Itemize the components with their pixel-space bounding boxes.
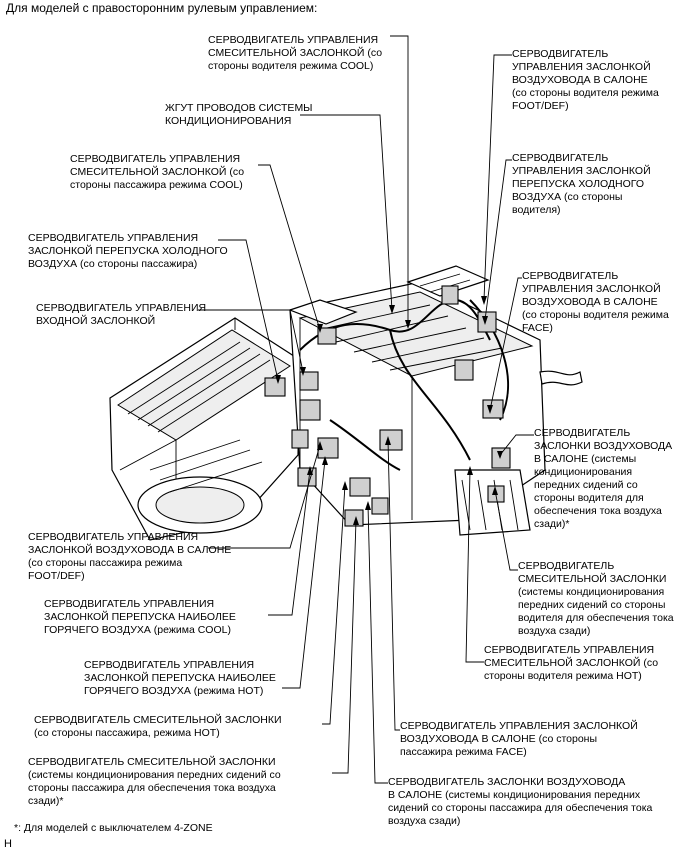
label-rear-mode-servo-driver: СЕРВОДВИГАТЕЛЬ ЗАСЛОНКИ ВОЗДУХОВОДА В СА… [534,427,673,530]
label-mode-servo-passenger-foot-def: СЕРВОДВИГАТЕЛЬ УПРАВЛЕНИЯ ЗАСЛОНКОЙ ВОЗД… [28,531,232,582]
wiring-harness-path [299,298,509,471]
label-mode-servo-passenger-face: СЕРВОДВИГАТЕЛЬ УПРАВЛЕНИЯ ЗАСЛОНКОЙ ВОЗД… [400,720,638,758]
label-mix-servo-passenger-hot: СЕРВОДВИГАТЕЛЬ СМЕСИТЕЛЬНОЙ ЗАСЛОНКИ (со… [34,714,282,739]
leader-lines [198,35,534,784]
label-ac-wire-harness: ЖГУТ ПРОВОДОВ СИСТЕМЫ КОНДИЦИОНИРОВАНИЯ [165,102,313,127]
leader-arrows [275,296,503,525]
label-rear-mix-servo-passenger: СЕРВОДВИГАТЕЛЬ СМЕСИТЕЛЬНОЙ ЗАСЛОНКИ (си… [28,756,281,807]
label-mix-servo-driver-hot: СЕРВОДВИГАТЕЛЬ УПРАВЛЕНИЯ СМЕСИТЕЛЬНОЙ З… [484,644,659,682]
drain-pipe [539,370,583,386]
label-max-hot-bypass-servo-cool: СЕРВОДВИГАТЕЛЬ УПРАВЛЕНИЯ ЗАСЛОНКОЙ ПЕРЕ… [44,598,236,636]
label-cool-bypass-servo-passenger: СЕРВОДВИГАТЕЛЬ УПРАВЛЕНИЯ ЗАСЛОНКОЙ ПЕРЕ… [28,232,228,270]
footnote: *: Для моделей с выключателем 4-ZONE [14,822,213,834]
diagram-header: Для моделей с правосторонним рулевым упр… [6,1,318,15]
label-mix-servo-passenger-cool: СЕРВОДВИГАТЕЛЬ УПРАВЛЕНИЯ СМЕСИТЕЛЬНОЙ З… [70,153,245,191]
label-intake-servo: СЕРВОДВИГАТЕЛЬ УПРАВЛЕНИЯ ВХОДНОЙ ЗАСЛОН… [36,302,207,327]
label-mode-servo-driver-foot-def: СЕРВОДВИГАТЕЛЬ УПРАВЛЕНИЯ ЗАСЛОНКОЙ ВОЗД… [512,48,659,112]
servo-motors [264,285,511,527]
label-cool-bypass-servo-driver: СЕРВОДВИГАТЕЛЬ УПРАВЛЕНИЯ ЗАСЛОНКОЙ ПЕРЕ… [512,152,651,216]
label-rear-mode-servo-passenger: СЕРВОДВИГАТЕЛЬ ЗАСЛОНКИ ВОЗДУХОВОДА В СА… [388,776,653,827]
label-mix-servo-driver-cool: СЕРВОДВИГАТЕЛЬ УПРАВЛЕНИЯ СМЕСИТЕЛЬНОЙ З… [208,34,383,72]
label-mode-servo-driver-face: СЕРВОДВИГАТЕЛЬ УПРАВЛЕНИЯ ЗАСЛОНКОЙ ВОЗД… [522,270,669,334]
label-max-hot-bypass-servo-hot: СЕРВОДВИГАТЕЛЬ УПРАВЛЕНИЯ ЗАСЛОНКОЙ ПЕРЕ… [84,659,276,697]
label-rear-mix-servo-driver: СЕРВОДВИГАТЕЛЬ СМЕСИТЕЛЬНОЙ ЗАСЛОНКИ (си… [518,560,674,637]
blower-housing [109,317,301,541]
corner-mark: H [4,838,12,850]
heater-case [288,265,546,536]
